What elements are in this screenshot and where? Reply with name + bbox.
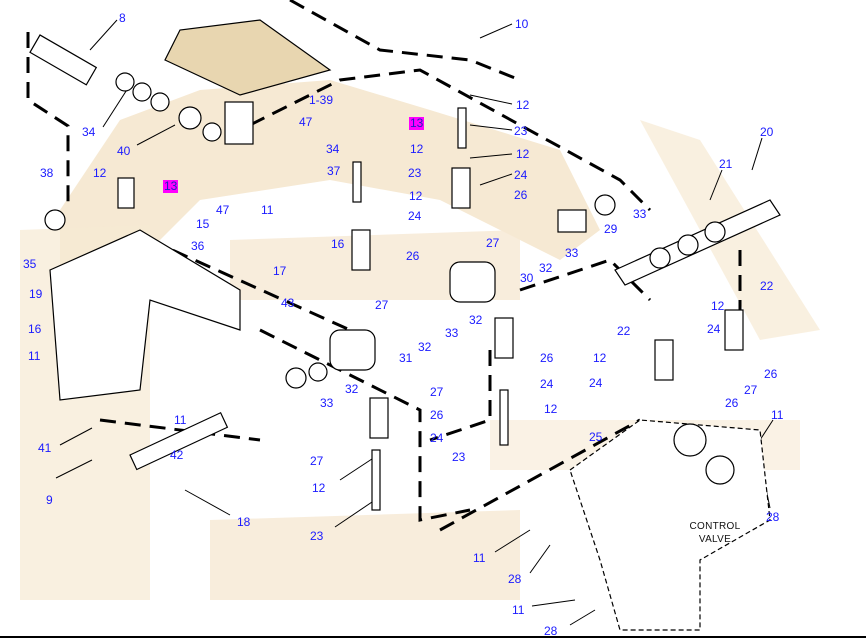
callout[interactable]: 26: [540, 351, 554, 365]
callout[interactable]: 33: [633, 207, 647, 221]
callout[interactable]: 29: [604, 222, 618, 236]
callout[interactable]: 12: [409, 189, 423, 203]
callout[interactable]: 33: [320, 396, 334, 410]
callout[interactable]: 12: [516, 147, 530, 161]
callout[interactable]: 12: [410, 142, 424, 156]
callout[interactable]: 35: [23, 257, 37, 271]
callout[interactable]: 33: [565, 246, 579, 260]
callout[interactable]: 38: [40, 166, 54, 180]
control-valve-label-line1: CONTROL: [689, 521, 741, 532]
callout[interactable]: 24: [707, 322, 721, 336]
callout[interactable]: 11: [174, 413, 187, 427]
callout[interactable]: 21: [719, 157, 733, 171]
callout[interactable]: 8: [119, 11, 126, 25]
callout[interactable]: 18: [237, 515, 251, 529]
callout[interactable]: 24: [540, 377, 554, 391]
callout[interactable]: 16: [331, 237, 345, 251]
callout[interactable]: 11: [261, 203, 274, 217]
callout[interactable]: 9: [46, 493, 53, 507]
callout[interactable]: 15: [196, 217, 210, 231]
callout[interactable]: 36: [191, 239, 205, 253]
callout-highlighted[interactable]: 13: [409, 116, 425, 130]
callout[interactable]: 12: [593, 351, 607, 365]
callout[interactable]: 47: [299, 115, 313, 129]
callout[interactable]: 27: [744, 383, 758, 397]
callout[interactable]: 22: [617, 324, 631, 338]
callout[interactable]: 1-39: [309, 93, 334, 107]
callout[interactable]: 32: [418, 340, 432, 354]
bottom-border: [0, 636, 866, 638]
callout[interactable]: 16: [28, 322, 42, 336]
callout[interactable]: 28: [544, 624, 558, 638]
callout[interactable]: 12: [312, 481, 326, 495]
callout[interactable]: 11: [473, 551, 486, 565]
callout[interactable]: 42: [170, 448, 184, 462]
callout[interactable]: 23: [514, 124, 528, 138]
callout[interactable]: 12: [516, 98, 530, 112]
callout[interactable]: 30: [520, 271, 534, 285]
callout[interactable]: 27: [375, 298, 389, 312]
callout[interactable]: 37: [327, 164, 341, 178]
callout[interactable]: 24: [514, 168, 528, 182]
callout[interactable]: 31: [399, 351, 413, 365]
callout[interactable]: 23: [310, 529, 324, 543]
callout[interactable]: 24: [589, 376, 603, 390]
parts: [29, 19, 781, 631]
callout[interactable]: 12: [544, 402, 558, 416]
callout[interactable]: 24: [408, 209, 422, 223]
callout[interactable]: 28: [508, 572, 522, 586]
callout[interactable]: 19: [29, 287, 43, 301]
callout[interactable]: 17: [273, 264, 287, 278]
callout[interactable]: 28: [766, 510, 780, 524]
callout[interactable]: 27: [310, 454, 324, 468]
callout[interactable]: 26: [430, 408, 444, 422]
callout[interactable]: 10: [515, 17, 529, 31]
callout[interactable]: 34: [82, 125, 96, 139]
callout[interactable]: 33: [445, 326, 459, 340]
callout[interactable]: 12: [93, 166, 107, 180]
callout[interactable]: 25: [589, 430, 603, 444]
callout[interactable]: 27: [430, 385, 444, 399]
callout[interactable]: 26: [514, 188, 528, 202]
callout-highlighted[interactable]: 13: [163, 179, 179, 193]
callout[interactable]: 47: [216, 203, 230, 217]
callout[interactable]: 26: [406, 249, 420, 263]
control-valve-label-line2: VALVE: [698, 534, 732, 545]
callout[interactable]: 34: [326, 142, 340, 156]
callout[interactable]: 11: [28, 349, 41, 363]
callout[interactable]: 32: [539, 261, 553, 275]
callout[interactable]: 41: [38, 441, 52, 455]
callout[interactable]: 26: [764, 367, 778, 381]
leader-lines: [55, 19, 774, 626]
callout[interactable]: 27: [486, 236, 500, 250]
callout[interactable]: 22: [760, 279, 774, 293]
control-valve-label: CONTROL VALVE: [685, 520, 745, 546]
callout[interactable]: 32: [469, 313, 483, 327]
callout[interactable]: 11: [512, 603, 525, 617]
callout[interactable]: 40: [117, 144, 131, 158]
callout[interactable]: 26: [725, 396, 739, 410]
dashed-connection-lines: [26, 0, 742, 532]
callout[interactable]: 23: [408, 166, 422, 180]
callout[interactable]: 32: [345, 382, 359, 396]
callout[interactable]: 23: [452, 450, 466, 464]
callout[interactable]: 12: [711, 299, 725, 313]
callout[interactable]: 24: [430, 431, 444, 445]
callout[interactable]: 11: [771, 408, 784, 422]
callout[interactable]: 43: [281, 296, 295, 310]
callout[interactable]: 20: [760, 125, 774, 139]
